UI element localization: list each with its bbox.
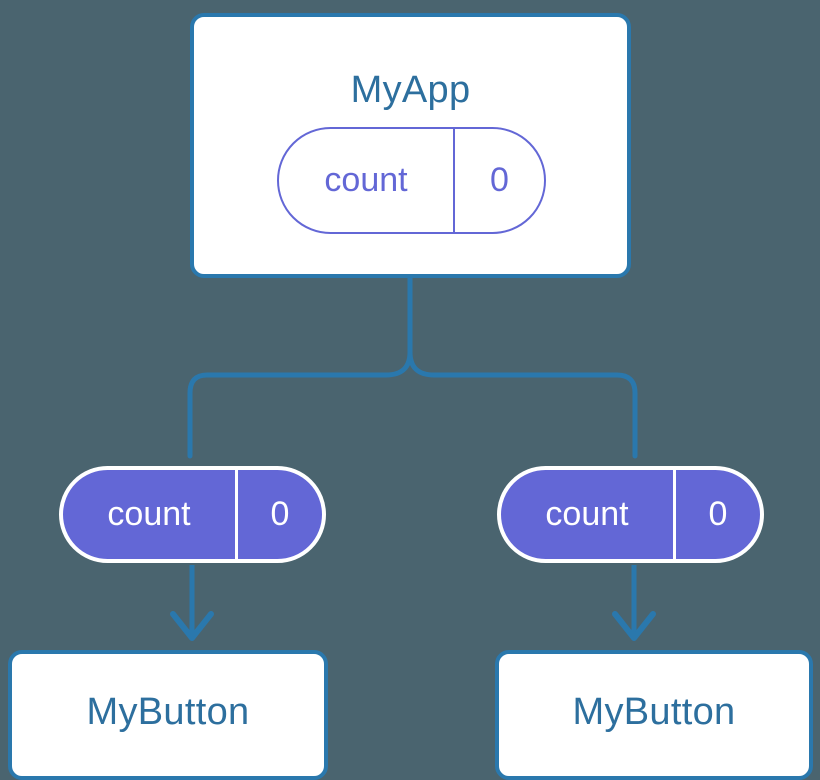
component-node-mybutton-right[interactable]: MyButton xyxy=(495,650,813,780)
state-value-child-right: 0 xyxy=(708,495,728,533)
connector-to-right-child xyxy=(407,349,638,459)
state-value-myapp: 0 xyxy=(490,161,509,199)
component-label-mybutton-right: MyButton xyxy=(572,691,736,733)
connector-to-left-child xyxy=(187,349,413,459)
state-key-child-right: count xyxy=(501,470,676,559)
state-key-child-left: count xyxy=(63,470,238,559)
arrow-left-head-icon xyxy=(170,611,214,641)
state-pill-myapp[interactable]: count 0 xyxy=(277,127,546,234)
state-value-child-left: 0 xyxy=(270,495,290,533)
state-pill-child-right[interactable]: count 0 xyxy=(497,466,764,563)
component-node-mybutton-left[interactable]: MyButton xyxy=(8,650,328,780)
component-label-mybutton-left: MyButton xyxy=(86,691,250,733)
state-key-myapp: count xyxy=(279,129,455,232)
component-label-myapp: MyApp xyxy=(350,69,471,111)
arrow-right-head-icon xyxy=(612,611,656,641)
state-pill-child-left[interactable]: count 0 xyxy=(59,466,326,563)
